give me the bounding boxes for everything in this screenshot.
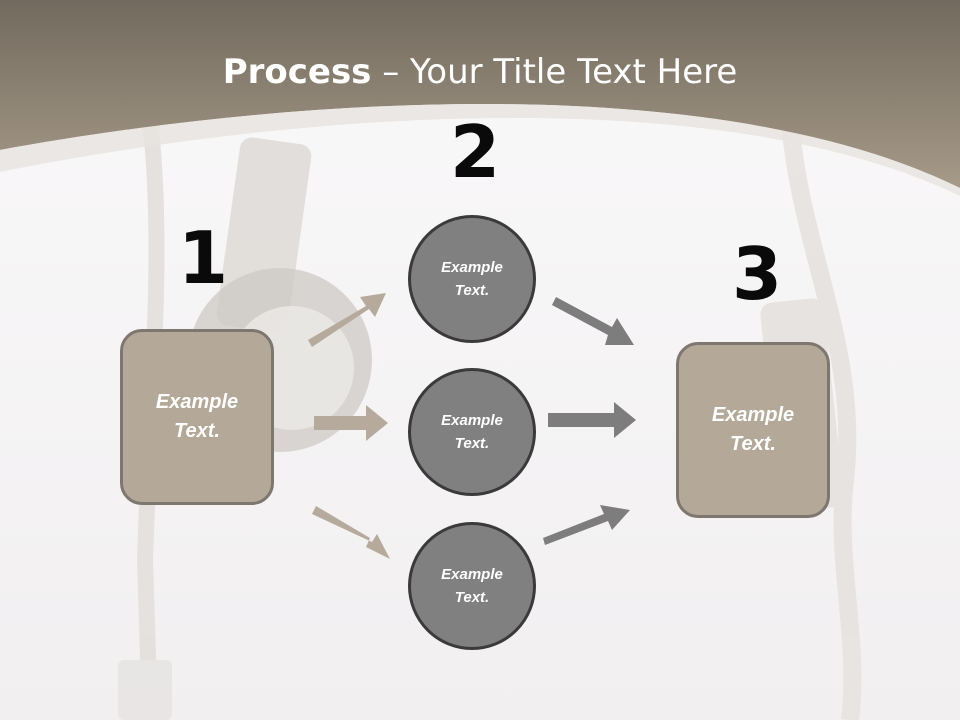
step-number-1: 1 bbox=[178, 216, 229, 300]
middle-circle-1-label: Example Text. bbox=[441, 259, 503, 299]
title-rest: – Your Title Text Here bbox=[371, 52, 738, 92]
title-bold: Process bbox=[222, 52, 372, 92]
step-number-2: 2 bbox=[450, 110, 501, 194]
middle-circle-3[interactable]: Example Text. bbox=[408, 522, 536, 650]
arrow-to-circle-3 bbox=[312, 506, 390, 559]
header-band bbox=[0, 0, 960, 188]
step-number-3: 3 bbox=[732, 232, 783, 316]
arrow-from-circle-1 bbox=[552, 297, 634, 345]
middle-circle-3-label: Example Text. bbox=[441, 566, 503, 606]
middle-circle-2[interactable]: Example Text. bbox=[408, 368, 536, 496]
arrow-to-circle-1 bbox=[308, 293, 386, 347]
middle-circle-1[interactable]: Example Text. bbox=[408, 215, 536, 343]
arrow-from-circle-2 bbox=[548, 402, 636, 438]
arrow-from-circle-3 bbox=[543, 505, 630, 545]
middle-circle-2-label: Example Text. bbox=[441, 412, 503, 452]
right-step-box[interactable]: Example Text. bbox=[676, 342, 830, 518]
arrow-to-circle-2 bbox=[314, 405, 388, 441]
right-step-box-label: Example Text. bbox=[711, 404, 795, 455]
slide-title: Process – Your Title Text Here bbox=[0, 52, 960, 92]
left-step-box-label: Example Text. bbox=[155, 391, 239, 442]
left-step-box[interactable]: Example Text. bbox=[120, 329, 274, 505]
header-curve-highlight bbox=[0, 104, 960, 196]
